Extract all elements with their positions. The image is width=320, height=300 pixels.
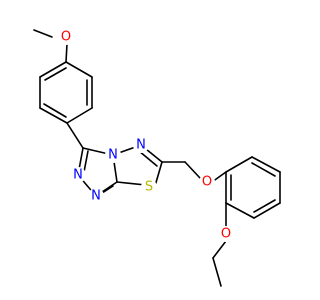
bond-ring2: [253, 202, 281, 219]
bond-ch2-ch3: [212, 257, 222, 287]
bond-o-ch2: [212, 240, 227, 259]
bonds: [33, 29, 281, 287]
methoxy-oxygen-atom: O: [58, 29, 74, 45]
ethoxy-oxygen-label: O: [221, 227, 231, 242]
bond-ring1: [39, 61, 67, 78]
methoxy-oxygen-label: O: [61, 30, 71, 45]
structure-diagram: O N N N N S O: [33, 29, 281, 287]
sulfur-atom: S: [141, 179, 157, 195]
bond-ring1-double: [44, 67, 67, 81]
triazole-n-bottom-atom: N: [88, 188, 104, 204]
triazole-n-top-atom: N: [105, 147, 121, 163]
bond-ring2-double: [253, 199, 276, 213]
triazole-n-left-label: N: [73, 168, 83, 183]
bond-ch2-o: [184, 161, 201, 179]
ethoxy-oxygen-atom: O: [218, 226, 234, 242]
bond-triazole-double: [83, 150, 89, 173]
triazole-n-left-atom: N: [70, 167, 86, 183]
triazole-n-bottom-label: N: [91, 189, 101, 204]
bond-ring1: [65, 61, 93, 78]
bond-thiadiazole-double: [138, 150, 158, 167]
bond-ring2: [251, 156, 281, 173]
bond-ring2: [225, 156, 253, 173]
bond-ring1-double: [43, 103, 67, 118]
thiadiazole-n-top-label: N: [136, 138, 146, 153]
molecule-canvas: O N N N N S O: [33, 29, 281, 287]
ether-oxygen-atom: O: [199, 174, 215, 190]
sulfur-label: S: [145, 180, 153, 195]
bond-thiadiazole: [154, 161, 163, 187]
bond-aryl-triazole: [66, 122, 84, 149]
bond-o-aryl: [65, 43, 68, 63]
bond-ring2: [225, 202, 255, 219]
bond-methyl-o: [33, 29, 53, 38]
bond-ring2-double: [251, 162, 276, 177]
triazole-n-top-label: N: [108, 148, 118, 163]
bond-ring1: [39, 107, 68, 124]
atom-labels: O N N N N S O: [58, 29, 234, 242]
thiadiazole-n-top-atom: N: [133, 137, 149, 153]
ether-oxygen-label: O: [202, 175, 212, 190]
bond-ring1: [66, 107, 93, 124]
